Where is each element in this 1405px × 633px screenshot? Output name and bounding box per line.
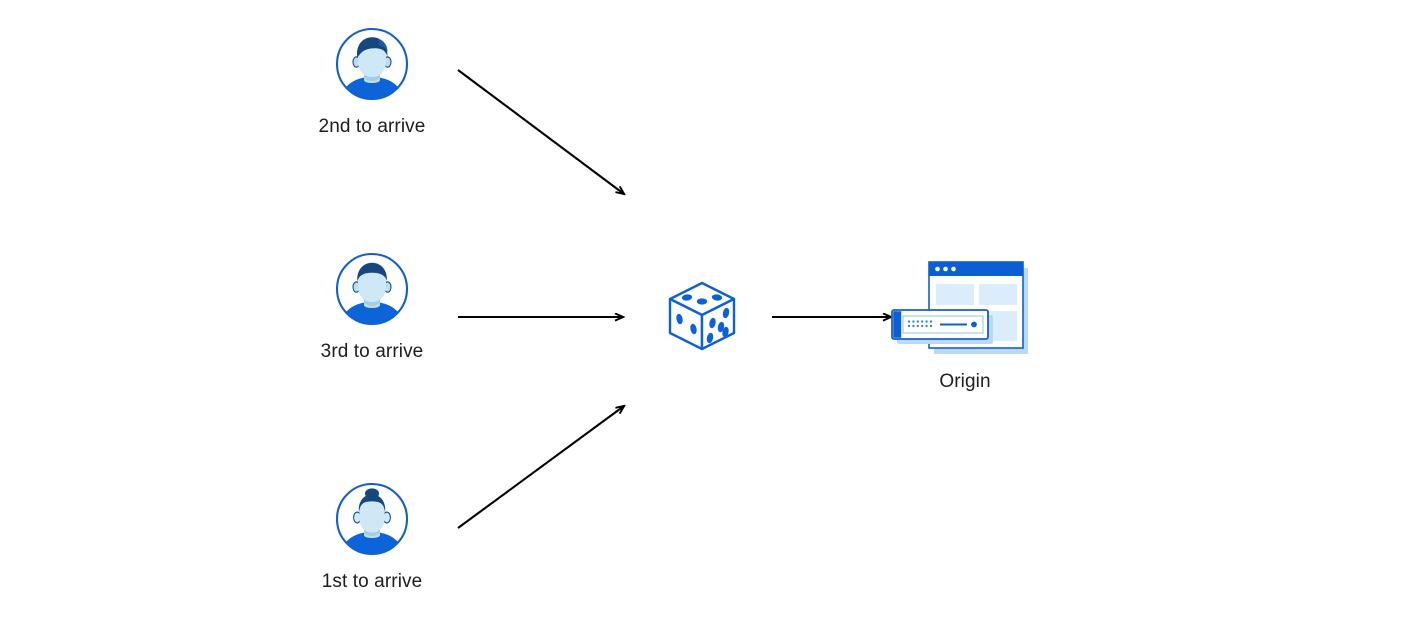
node-label-origin: Origin <box>939 371 991 392</box>
dice-icon <box>662 277 742 357</box>
arrow-2nd-to-dice <box>457 69 624 194</box>
avatar-male-short-hair-icon <box>334 26 410 102</box>
node-user-3rd: 3rd to arrive <box>321 251 423 362</box>
node-random-selector <box>662 277 742 357</box>
avatar-male-short-hair-icon <box>334 251 410 327</box>
node-label-user-2nd: 2nd to arrive <box>318 116 426 137</box>
node-origin-server: Origin <box>890 258 1030 392</box>
node-user-2nd: 2nd to arrive <box>319 26 425 137</box>
node-label-user-1st: 1st to arrive <box>321 571 423 592</box>
avatar-female-bun-icon <box>334 481 410 557</box>
node-user-1st: 1st to arrive <box>322 481 422 592</box>
node-label-user-3rd: 3rd to arrive <box>320 341 424 362</box>
origin-server-icon <box>890 258 1028 363</box>
arrow-1st-to-dice <box>457 406 624 529</box>
